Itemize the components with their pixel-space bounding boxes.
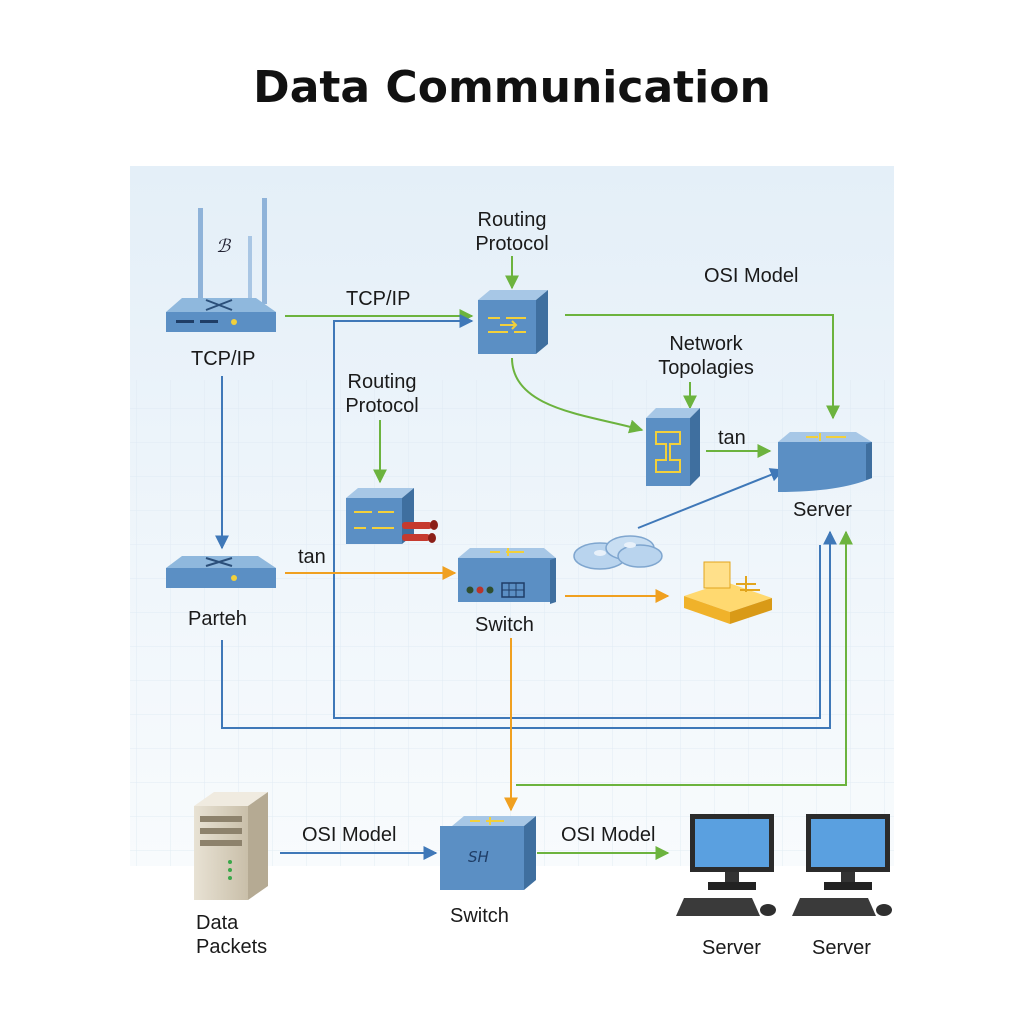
mid-switch-icon [458, 548, 556, 604]
router-brand-glyph: ℬ [216, 236, 231, 257]
bottom-switch-icon: SH [440, 816, 536, 890]
link-bottom-to-server [516, 530, 853, 786]
link-disks-to-server [637, 468, 785, 529]
label-osi-model-bottom-left: OSI Model [302, 824, 397, 846]
storage-box-icon [684, 561, 772, 624]
link-top-switch-to-topology-switch [511, 357, 644, 434]
topology-switch-icon [646, 408, 700, 486]
bottom-switch-face-text: SH [468, 848, 489, 866]
label-router-tcpip: TCP/IP [191, 348, 256, 370]
top-switch-icon [478, 290, 548, 354]
label-switch-mid: Switch [475, 614, 534, 636]
label-tcpip-edge: TCP/IP [346, 288, 411, 310]
label-tan-right: tan [718, 427, 746, 449]
right-server-icon [778, 432, 872, 492]
label-osi-model-bottom-right: OSI Model [561, 824, 656, 846]
link-loop-to-top-switch [333, 314, 821, 719]
tower-server-icon [194, 792, 268, 900]
diagram-title: Data Communication [253, 62, 771, 113]
label-parteh: Parteh [188, 608, 247, 630]
label-tan-left: tan [298, 546, 326, 568]
wireless-router-icon [166, 198, 276, 332]
parteh-router-icon [166, 556, 276, 588]
label-server-pc2: Server [812, 937, 871, 959]
label-switch-bottom: Switch [450, 905, 509, 927]
label-osi-model-top: OSI Model [704, 265, 799, 287]
disks-icon [573, 535, 663, 570]
label-server-pc1: Server [702, 937, 761, 959]
firewall-icon [346, 488, 438, 544]
pc-2-icon [792, 814, 892, 916]
link-top-switch-to-server [565, 314, 840, 420]
pc-1-icon [676, 814, 776, 916]
label-server-right: Server [793, 499, 852, 521]
link-parteh-to-server [221, 530, 837, 729]
